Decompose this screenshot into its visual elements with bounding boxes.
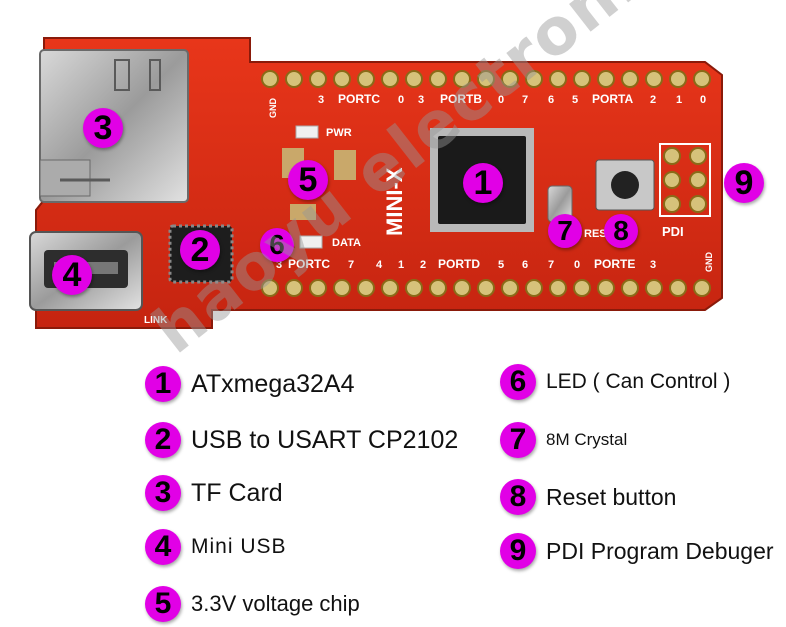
silk-pwr: PWR — [326, 127, 352, 139]
legend-badge: 3 — [145, 475, 181, 511]
legend-item-2: 2 USB to USART CP2102 — [145, 420, 458, 460]
silk-pdi: PDI — [662, 224, 684, 239]
silk-portd: PORTD — [438, 257, 480, 271]
legend-item-5: 5 3.3V voltage chip — [145, 584, 360, 624]
legend-item-8: 8 Reset button — [500, 477, 676, 517]
legend-label: LED ( Can Control ) — [546, 370, 731, 393]
legend-label: TF Card — [191, 478, 283, 507]
legend-item-9: 9 PDI Program Debuger — [500, 531, 774, 571]
silk-num: 3 — [418, 94, 424, 106]
callout-badge-7: 7 — [548, 214, 582, 248]
regulator-cap-3 — [290, 204, 316, 220]
legend-label: USB to USART CP2102 — [191, 425, 459, 454]
legend-label: Mini USB — [191, 535, 287, 558]
silk-num: 7 — [522, 94, 528, 106]
silk-board-name: MINI-X — [382, 167, 407, 236]
legend-label: 8M Crystal — [546, 430, 628, 449]
silk-num: 1 — [398, 259, 404, 271]
silk-num: 2 — [420, 259, 426, 271]
legend-badge: 8 — [500, 479, 536, 515]
reset-switch — [595, 159, 655, 211]
silk-num: 3 — [318, 94, 324, 106]
silk-num: 0 — [574, 259, 580, 271]
silk-porte: PORTE — [594, 257, 635, 271]
silk-num: 4 — [376, 259, 383, 271]
silk-num: 7 — [548, 259, 554, 271]
pwr-led — [295, 125, 319, 139]
header-bottom — [261, 279, 711, 297]
data-led — [299, 235, 323, 249]
legend-item-7: 7 8M Crystal — [500, 420, 627, 460]
legend-badge: 7 — [500, 422, 536, 458]
callout-badge-4: 4 — [52, 255, 92, 295]
legend-badge: 6 — [500, 364, 536, 400]
silk-porta: PORTA — [592, 92, 633, 106]
legend-item-6: 6 LED ( Can Control ) — [500, 362, 730, 402]
silk-num: 0 — [700, 94, 706, 106]
legend-label: PDI Program Debuger — [546, 537, 774, 564]
silk-num: 0 — [498, 94, 504, 106]
silk-num: 7 — [348, 259, 354, 271]
callout-badge-1: 1 — [463, 163, 503, 203]
header-top — [261, 70, 711, 88]
silk-num: 0 — [398, 94, 404, 106]
legend-badge: 5 — [145, 586, 181, 622]
legend-label: 3.3V voltage chip — [191, 591, 360, 616]
silk-num: 1 — [676, 94, 682, 106]
callout-badge-2: 2 — [180, 230, 220, 270]
silk-num: 6 — [522, 259, 528, 271]
silk-gnd-left: GND — [268, 98, 278, 119]
callout-badge-8: 8 — [604, 214, 638, 248]
callout-badge-5: 5 — [288, 160, 328, 200]
regulator-cap-2 — [334, 150, 356, 180]
legend-label: ATxmega32A4 — [191, 369, 355, 398]
legend-badge: 1 — [145, 366, 181, 402]
silk-gnd-right: GND — [704, 252, 714, 273]
callout-badge-6: 6 — [260, 228, 294, 262]
silk-num: 5 — [572, 94, 578, 106]
legend-item-1: 1 ATxmega32A4 — [145, 364, 355, 404]
silk-portc-bottom: PORTC — [288, 257, 330, 271]
legend-badge: 2 — [145, 422, 181, 458]
silk-num: 6 — [548, 94, 554, 106]
pdi-header — [659, 143, 711, 217]
silk-data: DATA — [332, 237, 361, 249]
silk-link: LINK — [144, 315, 168, 326]
legend-badge: 4 — [145, 529, 181, 565]
silk-portb: PORTB — [440, 92, 482, 106]
legend-badge: 9 — [500, 533, 536, 569]
legend-item-4: 4 Mini USB — [145, 527, 287, 567]
silk-portc-top: PORTC — [338, 92, 380, 106]
callout-badge-3: 3 — [83, 108, 123, 148]
legend-item-3: 3 TF Card — [145, 473, 283, 513]
silk-num: 3 — [276, 259, 282, 271]
legend-label: Reset button — [546, 483, 677, 510]
callout-badge-9: 9 — [724, 163, 764, 203]
silk-num: 2 — [650, 94, 656, 106]
silk-num: 3 — [650, 259, 656, 271]
silk-num: 5 — [498, 259, 504, 271]
